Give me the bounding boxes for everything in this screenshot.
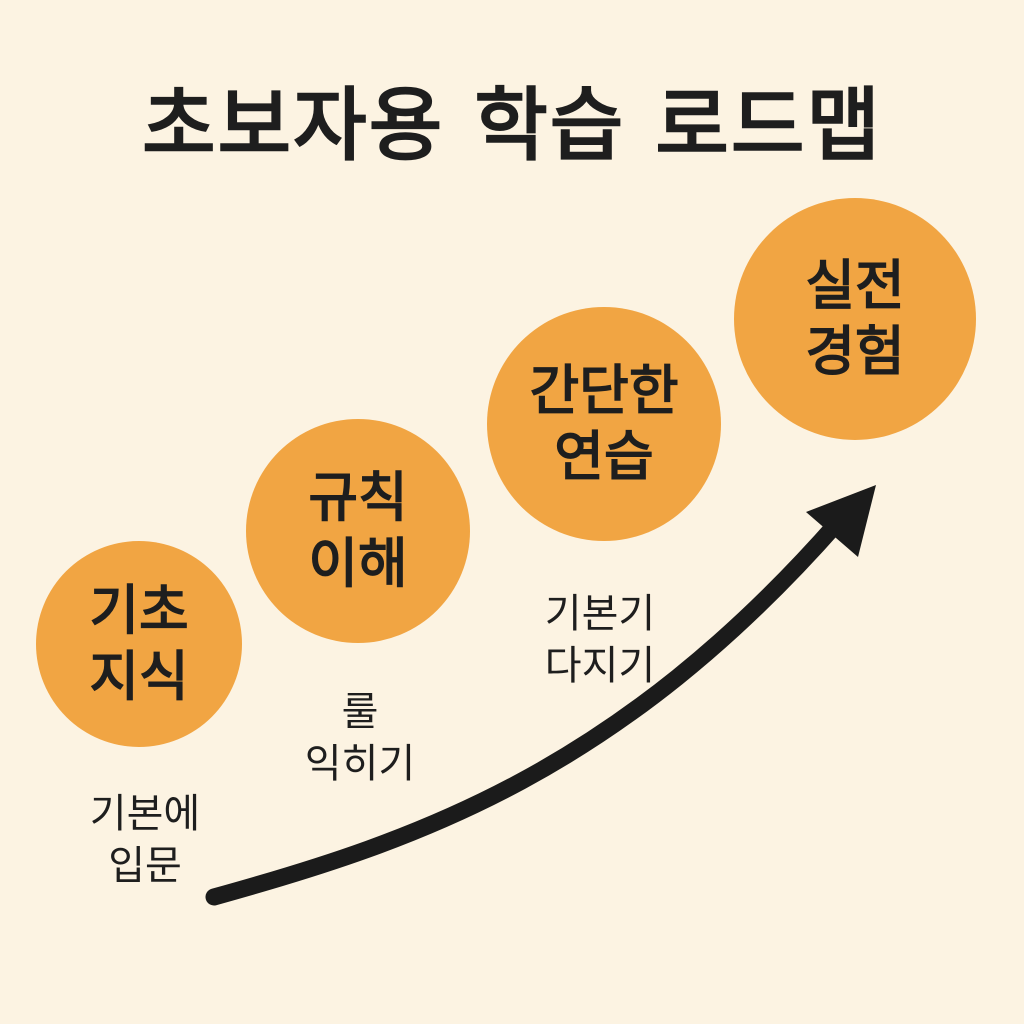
step-3-label: 간단한 연습 bbox=[529, 359, 679, 488]
step-1-label: 기초 지식 bbox=[89, 579, 189, 708]
step-4-circle: 실전 경험 bbox=[734, 198, 976, 440]
step-1-circle: 기초 지식 bbox=[36, 541, 242, 747]
step-1-caption: 기본에 입문 bbox=[89, 791, 201, 889]
step-2-label: 규칙 이해 bbox=[308, 466, 408, 595]
arrow-head bbox=[806, 485, 876, 557]
step-2-circle: 규칙 이해 bbox=[246, 419, 470, 643]
step-3-circle: 간단한 연습 bbox=[487, 307, 721, 541]
step-4-label: 실전 경험 bbox=[805, 254, 905, 383]
arrow-shaft bbox=[205, 513, 847, 906]
step-2-caption: 룰 익히기 bbox=[304, 689, 416, 787]
page-title: 초보자용 학습 로드맵 bbox=[141, 79, 883, 172]
step-3-caption: 기본기 다지기 bbox=[544, 591, 656, 689]
